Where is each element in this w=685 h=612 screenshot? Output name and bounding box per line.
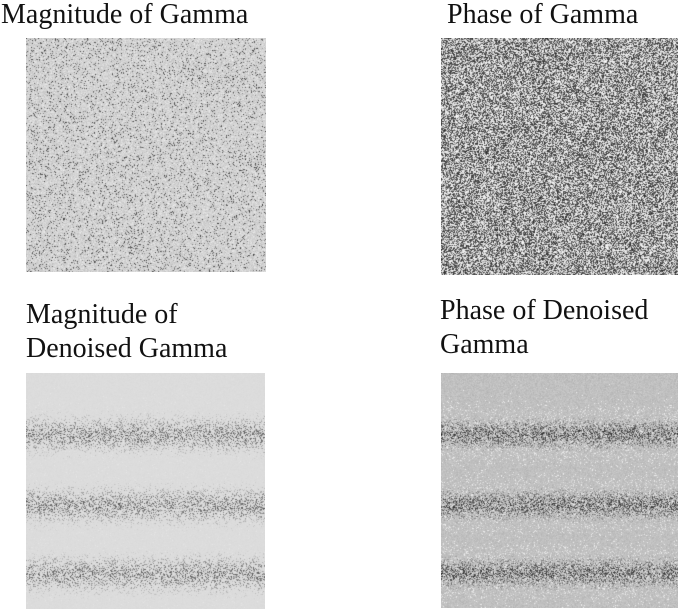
caption-magnitude-of-gamma: Magnitude of Gamma bbox=[1, 0, 249, 30]
magnitude-of-gamma-image bbox=[26, 38, 266, 272]
phase-of-denoised-gamma-image bbox=[441, 373, 678, 608]
magnitude-of-denoised-gamma-image bbox=[26, 373, 265, 609]
phase-of-gamma-image bbox=[441, 38, 678, 275]
caption-phase-of-gamma: Phase of Gamma bbox=[447, 0, 639, 30]
caption-phase-of-denoised-gamma: Phase of Denoised Gamma bbox=[440, 295, 649, 360]
caption-magnitude-of-denoised-gamma: Magnitude of Denoised Gamma bbox=[26, 299, 228, 364]
